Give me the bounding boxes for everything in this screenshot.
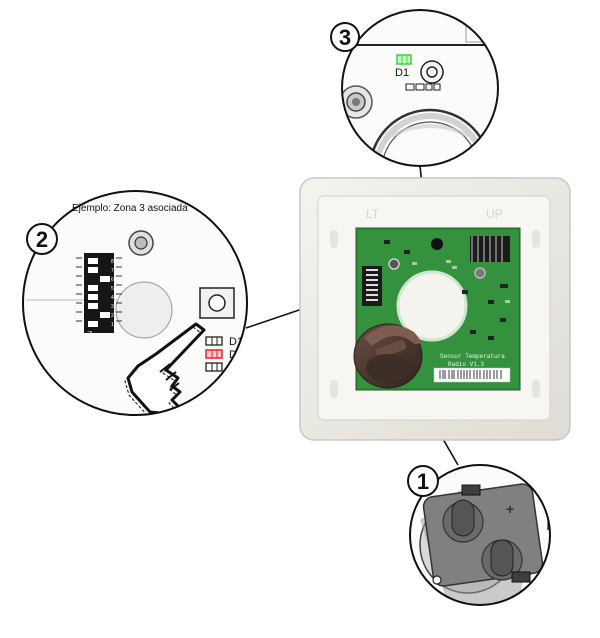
callout-circle-1: + [409, 464, 551, 606]
dip-position-1: 1 [111, 322, 114, 328]
callout-number-1: 1 [417, 469, 429, 494]
callout-circle-2: ON 1 2 3 4 5 6 7 8 [22, 190, 249, 416]
pcb-label-line2: Radio V1.3 [448, 361, 484, 368]
pcb-board: Sensor Temperatura Radio V1.3 [353, 227, 521, 391]
led-d10 [205, 336, 223, 346]
led-d1 [396, 54, 412, 65]
callout-number-2: 2 [36, 227, 48, 252]
pcb-barcode-sticker [433, 367, 511, 383]
pcb-label-line1: Sensor Temperatura [440, 353, 505, 360]
callout-badge-3: 3 [330, 22, 360, 52]
coin-battery-holder [353, 323, 423, 389]
dip-switch: ON 1 2 3 4 5 6 7 8 [76, 253, 122, 340]
dip-position-7: 7 [111, 268, 114, 274]
dip-position-8: 8 [111, 259, 114, 265]
led-d18-label: D18 [229, 362, 249, 374]
frame-mark-lt: LT [366, 207, 380, 221]
example-caption: Ejemplo: Zona 3 asociada [72, 203, 188, 214]
led-d1-label: D1 [395, 67, 409, 79]
frame-mark-up: UP [486, 207, 503, 221]
pushbutton-outline [199, 287, 235, 319]
battery-holder-closeup [422, 483, 544, 587]
dip-position-6: 6 [111, 277, 114, 283]
barcode [439, 370, 502, 379]
callout-badge-2: 2 [26, 223, 58, 255]
pcb-center-hole [396, 270, 468, 342]
dip-position-3: 3 [111, 304, 114, 310]
callout-circle-3: D1 [341, 9, 499, 167]
dip-on-label: ON [88, 331, 94, 340]
callout-number-3: 3 [339, 25, 351, 50]
led-d19 [205, 349, 223, 359]
battery-polarity-mark: + [506, 501, 514, 517]
pcb-pushbutton [431, 238, 443, 250]
dip-position-5: 5 [111, 286, 114, 292]
dip-position-4: 4 [111, 295, 114, 301]
led-d18 [205, 362, 223, 372]
dip-position-2: 2 [111, 313, 114, 319]
callout-badge-1: 1 [407, 465, 439, 497]
